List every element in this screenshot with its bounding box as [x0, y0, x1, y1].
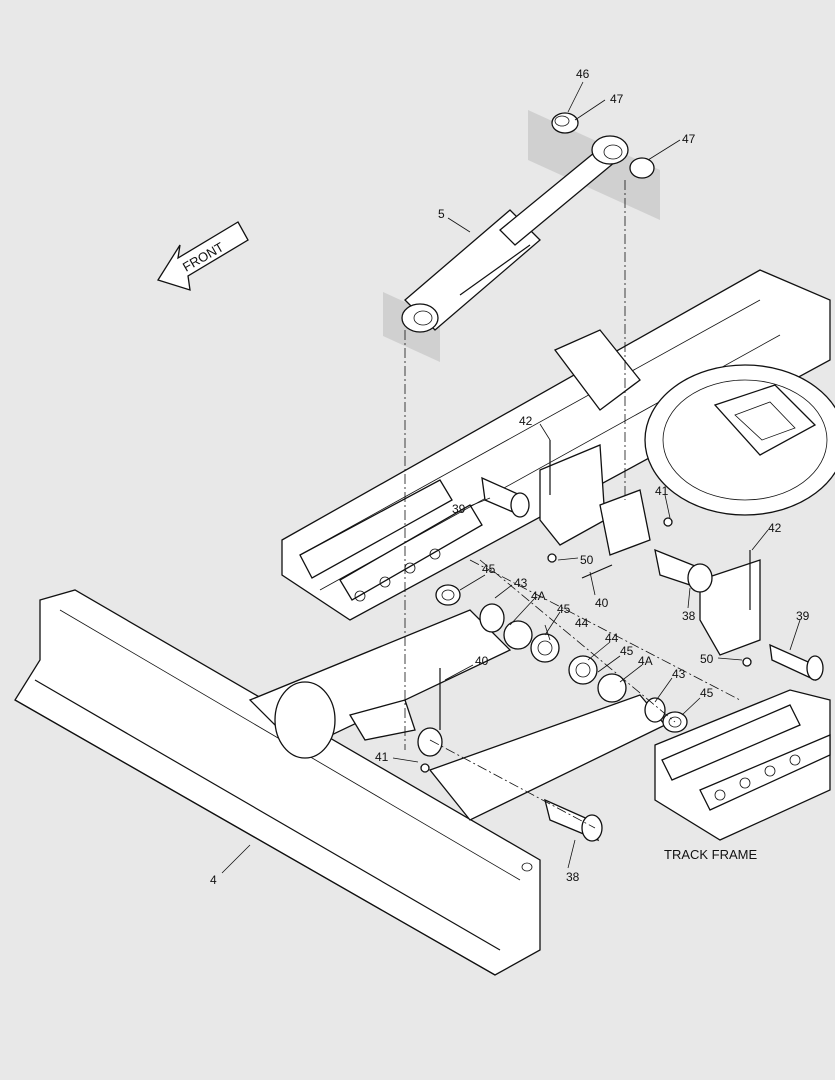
- seal-47: [629, 157, 655, 179]
- callout-45: 45: [482, 562, 496, 576]
- callout-47: 47: [610, 92, 624, 106]
- callout-39: 39: [452, 502, 466, 516]
- callout-40: 40: [595, 596, 609, 610]
- callout-50b: 50: [700, 652, 714, 666]
- callout-43b: 43: [672, 667, 686, 681]
- callout-42b: 42: [768, 521, 782, 535]
- dozer-blade: [14, 589, 667, 976]
- callout-46: 46: [576, 67, 590, 81]
- callout-41b: 41: [375, 750, 389, 764]
- callout-4: 4: [210, 873, 217, 887]
- callout-45c: 45: [620, 644, 634, 658]
- callout-41: 41: [655, 484, 669, 498]
- callouts: 46 47 47 5 42 41 42 39 50 40 38 39 50 45…: [210, 67, 810, 887]
- small-parts: [417, 440, 824, 842]
- front-arrow: FRONT: [157, 221, 249, 291]
- track-frame-label: TRACK FRAME: [664, 847, 758, 862]
- callout-38b: 38: [566, 870, 580, 884]
- leader-lines: [221, 81, 801, 874]
- callout-50: 50: [580, 553, 594, 567]
- callout-45b: 45: [557, 602, 571, 616]
- callout-4A: 4A: [531, 589, 546, 603]
- callout-4Ab: 4A: [638, 654, 653, 668]
- callout-45d: 45: [700, 686, 714, 700]
- seal-46: [551, 112, 579, 134]
- callout-43: 43: [514, 576, 528, 590]
- callout-40b: 40: [475, 654, 489, 668]
- callout-38: 38: [682, 609, 696, 623]
- callout-44: 44: [575, 616, 589, 630]
- callout-39b: 39: [796, 609, 810, 623]
- callout-5: 5: [438, 207, 445, 221]
- callout-47b: 47: [682, 132, 696, 146]
- center-lines: [404, 180, 741, 829]
- callout-42: 42: [519, 414, 533, 428]
- blade-cylinder: [401, 112, 655, 333]
- callout-44b: 44: [605, 631, 619, 645]
- track-frame: [281, 269, 835, 841]
